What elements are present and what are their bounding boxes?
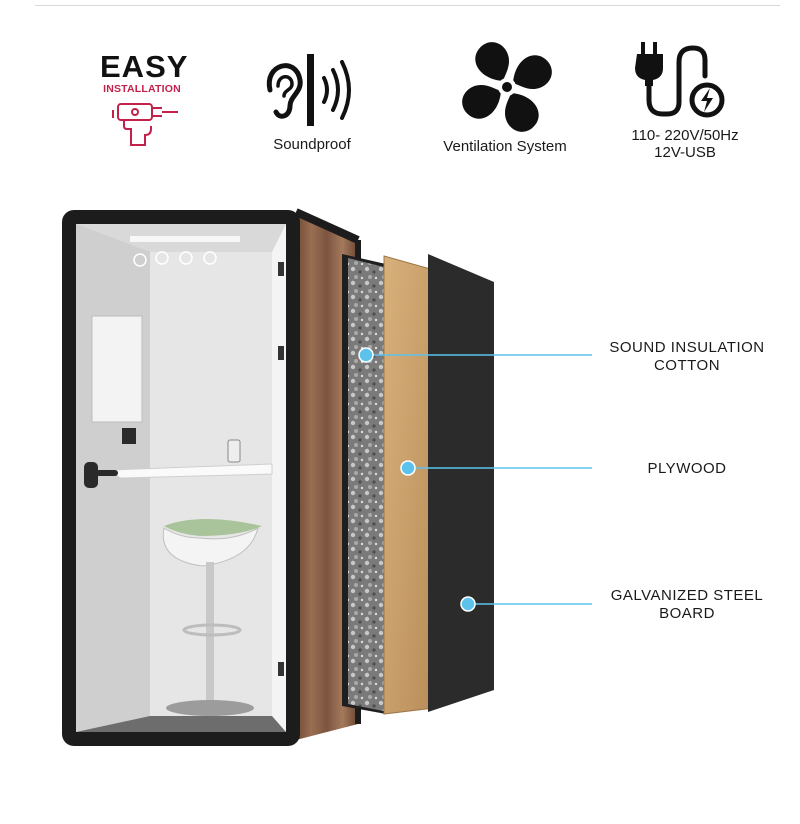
top-divider xyxy=(35,5,780,6)
power-icon xyxy=(635,42,725,118)
ear-icon xyxy=(266,63,303,119)
steel-layer xyxy=(428,254,494,712)
callout-cotton: SOUND INSULATION COTTON xyxy=(598,339,776,375)
cotton-layer xyxy=(342,254,388,714)
callout-cotton-line1: SOUND INSULATION xyxy=(609,339,765,356)
power-label: 110- 220V/50Hz 12V-USB xyxy=(615,127,755,161)
soundproof-label: Soundproof xyxy=(273,136,351,153)
callout-steel: GALVANIZED STEEL BOARD xyxy=(598,587,776,623)
easy-title: EASY xyxy=(100,49,189,84)
power-usb: 12V-USB xyxy=(654,144,716,161)
power-voltage: 110- 220V/50Hz xyxy=(631,127,739,144)
fan-icon xyxy=(462,42,552,132)
plywood-layer xyxy=(383,255,435,715)
plug-icon xyxy=(635,42,708,117)
callout-cotton-line2: COTTON xyxy=(653,357,721,374)
callout-lines xyxy=(358,347,592,612)
booth-frame xyxy=(62,210,300,746)
callout-plywood: PLYWOOD xyxy=(628,460,746,478)
callout-plywood-line1: PLYWOOD xyxy=(647,460,727,477)
callout-steel-line1: GALVANIZED STEEL xyxy=(610,587,764,604)
sound-waves-icon xyxy=(322,60,351,120)
drill-icon xyxy=(112,103,178,146)
callout-steel-line2: BOARD xyxy=(659,605,715,622)
soundproof-icon xyxy=(266,54,351,126)
lightning-icon xyxy=(701,88,713,112)
ventilation-label: Ventilation System xyxy=(443,138,567,155)
easy-subtitle: INSTALLATION xyxy=(103,83,181,95)
